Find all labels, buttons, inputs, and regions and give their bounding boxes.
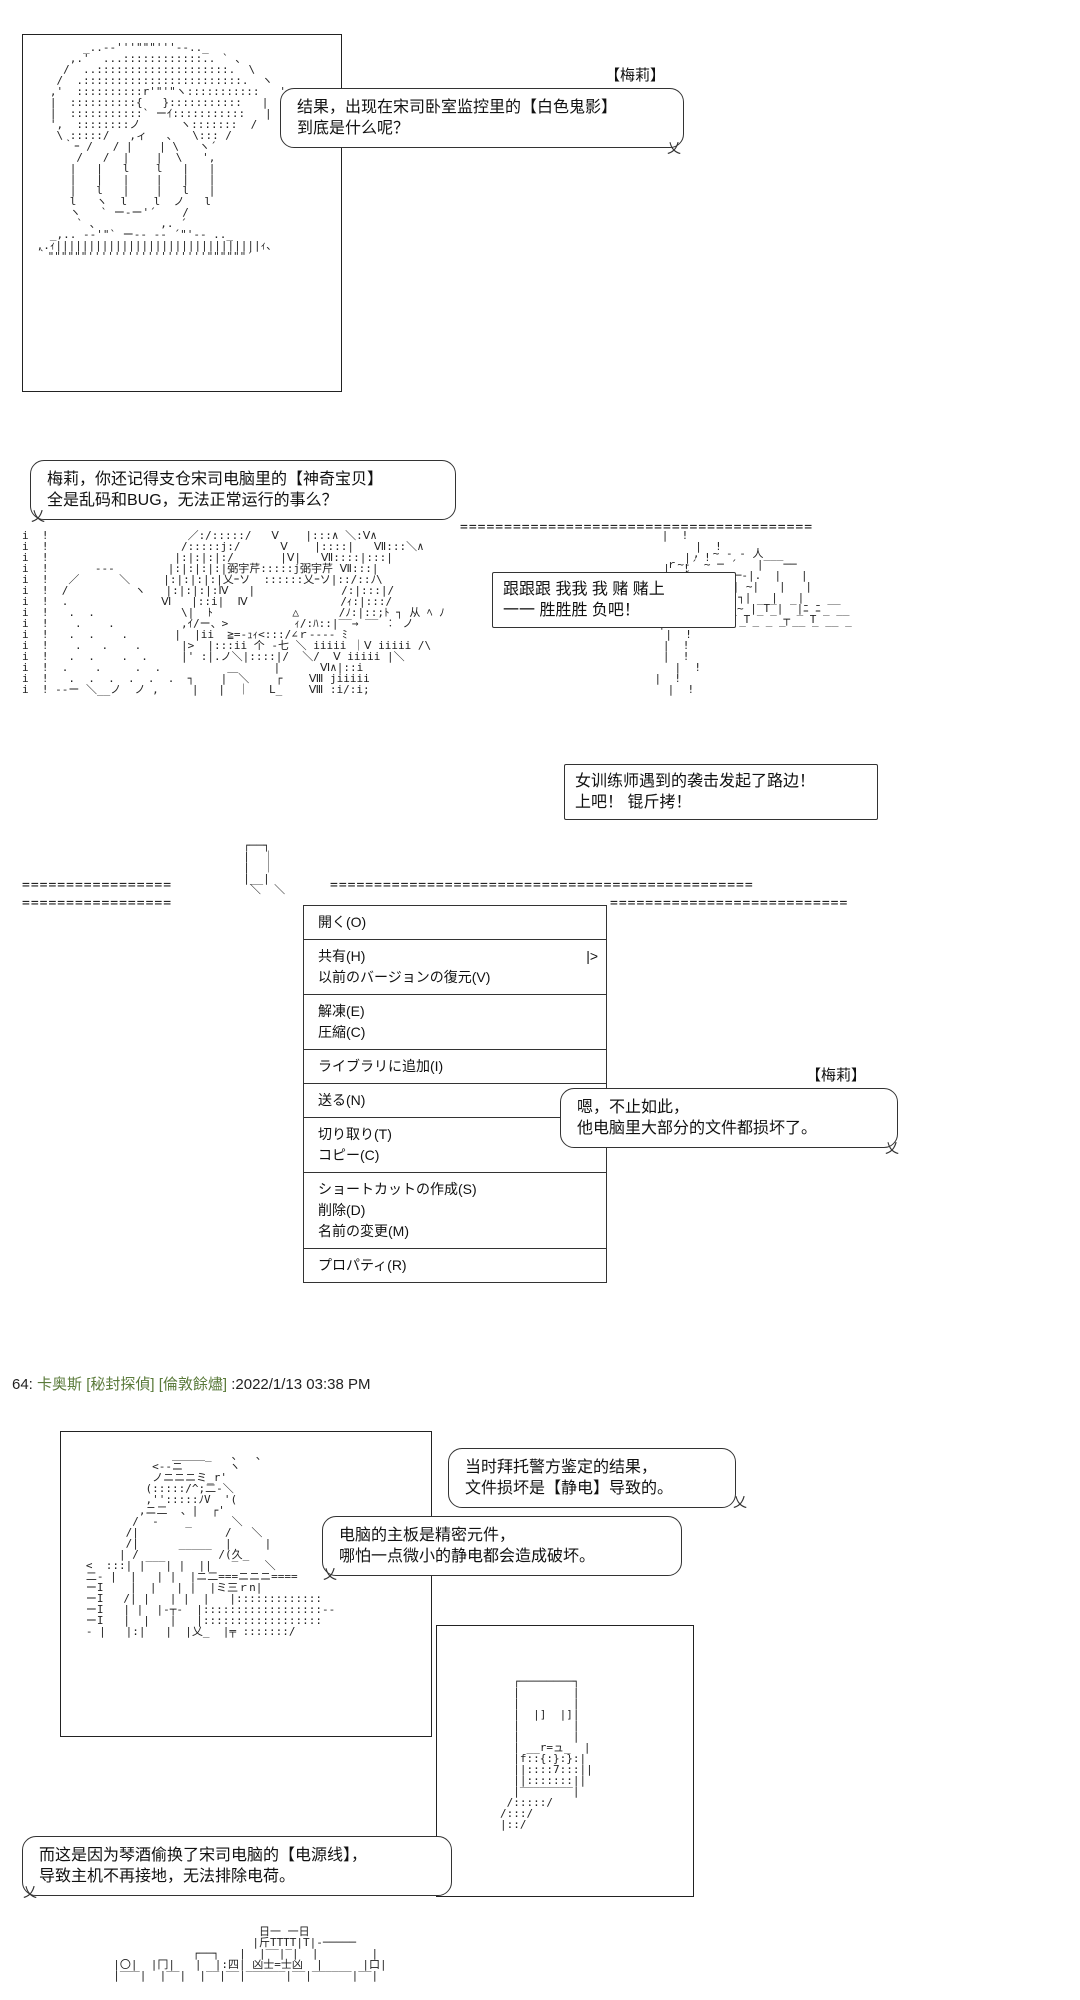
menu-group-clipboard: 切り取り(T) コピー(C): [304, 1118, 606, 1173]
bubble-line: 电脑的主板是精密元件，: [339, 1527, 516, 1544]
bubble-line: 到底是什么呢？: [297, 120, 410, 137]
menu-item-delete[interactable]: 削除(D): [318, 1202, 366, 1218]
bubble-tail: 乂: [733, 1494, 747, 1510]
bubble-tail: 乂: [23, 1884, 37, 1900]
menu-item-extract[interactable]: 解凍(E): [318, 1003, 365, 1019]
menu-group-library: ライブラリに追加(I): [304, 1050, 606, 1084]
ascii-art-game-screen: i ! ／:/:::::/ Ⅴ |:::∧ ＼:Ⅴ∧ | ! i ! /::::…: [22, 529, 722, 696]
bubble-line: 全是乱码和BUG，无法正常运行的事么？: [47, 492, 338, 509]
menu-item-open[interactable]: 開く(O): [318, 914, 367, 930]
menu-group-send: 送る(N): [304, 1084, 606, 1118]
menu-item-rename[interactable]: 名前の変更(M): [318, 1223, 409, 1239]
speech-bubble-police: 当时拜托警方鉴定的结果， 文件损坏是【静电】导致的。 乂: [448, 1448, 747, 1510]
menu-item-create-shortcut[interactable]: ショートカットの作成(S): [318, 1181, 477, 1197]
menu-item-share[interactable]: 共有(H) |>: [318, 946, 598, 967]
menu-item-cut[interactable]: 切り取り(T): [318, 1126, 392, 1142]
bubble-tail: 乂: [667, 140, 681, 156]
game-dialog-box: 女训练师遇到的袭击发起了路边！ 上吧！ 锟斤拷！: [564, 764, 878, 820]
dialog-line: 女训练师遇到的袭击发起了路边！: [575, 773, 816, 790]
sign-line: 跟跟跟 我我 我 赌 赌上: [503, 581, 665, 598]
dialog-line: 上吧！ 锟斤拷！: [575, 794, 692, 811]
menu-group-archive: 解凍(E) 圧縮(C): [304, 995, 606, 1050]
menu-item-restore-previous[interactable]: 以前のバージョンの復元(V): [318, 969, 491, 985]
bubble-line: 导致主机不再接地，无法排除电荷。: [39, 1868, 296, 1885]
ascii-art-power-outlet: ┌────────┐ | | | | | |] |]| | | | | | __…: [500, 1675, 593, 1831]
bubble-line: 梅莉，你还记得支仓宋司电脑里的【神奇宝贝】: [47, 471, 384, 488]
panel-4-frame: [60, 1431, 432, 1737]
bubble-tail: 乂: [885, 1140, 899, 1156]
menu-item-send-to[interactable]: 送る(N): [318, 1092, 366, 1108]
post-header: 64: 卡奥斯 [秘封探偵] [倫敦餘燼] :2022/1/13 03:38 P…: [12, 1373, 371, 1394]
post-author-link[interactable]: 卡奥斯 [秘封探偵] [倫敦餘燼]: [37, 1376, 228, 1393]
menu-item-add-to-library[interactable]: ライブラリに追加(I): [318, 1058, 444, 1074]
bubble-line: 嗯，不止如此，: [577, 1099, 690, 1116]
speech-bubble-meili-2: 嗯，不止如此， 他电脑里大部分的文件都损坏了。 乂: [560, 1088, 899, 1156]
speech-bubble-question: 梅莉，你还记得支仓宋司电脑里的【神奇宝贝】 全是乱码和BUG，无法正常运行的事么…: [30, 460, 456, 524]
panel-5-frame: [436, 1625, 694, 1897]
speaker-label: 【梅莉】: [806, 1067, 867, 1084]
ascii-art-girl-seated: _..-‐'''"""'''‐-.._ ,.' ...::::::::::::.…: [36, 41, 293, 263]
bubble-line: 当时拜托警方鉴定的结果，: [465, 1459, 658, 1476]
menu-group-share: 共有(H) |> 以前のバージョンの復元(V): [304, 940, 606, 995]
frame-bottom-left-border: =================: [22, 896, 173, 911]
bubble-tail: 乂: [323, 1566, 337, 1582]
menu-item-properties[interactable]: プロパティ(R): [318, 1257, 407, 1273]
menu-item-label: 共有(H): [318, 948, 366, 964]
game-sign-box: 跟跟跟 我我 我 赌 赌上 一一 胜胜胜 负吧！: [492, 572, 736, 628]
ascii-art-man-at-computer: ＿＿＿_ 、 、 <‐‐ニ ヽ ノニニニミ_r' (:::::/^;二‐＼ ,'…: [85, 1449, 336, 1638]
post-date: :2022/1/13 03:38 PM: [231, 1376, 371, 1393]
frame-bottom-right-border: ===========================: [610, 896, 849, 911]
bubble-line: 而这是因为琴酒偷换了宋司电脑的【电源线】，: [39, 1847, 368, 1864]
frame-top-border: ========================================: [460, 520, 814, 535]
post-number: 64:: [12, 1376, 33, 1393]
ascii-art-cursor-hand: ┌──┐ | ｜ | ｜ |__| ＼ ＼: [243, 839, 286, 896]
menu-group-manage: ショートカットの作成(S) 削除(D) 名前の変更(M): [304, 1173, 606, 1249]
frame-bottom-border: ========================================…: [330, 878, 754, 893]
submenu-arrow-icon: |>: [586, 948, 598, 964]
bubble-tail: 乂: [31, 508, 45, 524]
menu-group-open: 開く(O): [304, 906, 606, 940]
context-menu: 開く(O) 共有(H) |> 以前のバージョンの復元(V) 解凍(E) 圧縮(C…: [303, 905, 607, 1283]
menu-item-copy[interactable]: コピー(C): [318, 1147, 380, 1163]
menu-item-compress[interactable]: 圧縮(C): [318, 1024, 366, 1040]
speaker-label: 【梅莉】: [605, 67, 666, 84]
sign-line: 一一 胜胜胜 负吧！: [503, 602, 640, 619]
ascii-art-building-bottom: 日一 一日 |斤TTTT|T|‐───── ┌──┐ | |‾‾|‾| | | …: [113, 1925, 387, 1982]
bubble-line: 结果，出现在宋司卧室监控里的【白色鬼影】: [297, 99, 618, 116]
bubble-line: 他电脑里大部分的文件都损坏了。: [577, 1120, 818, 1137]
frame-bottom-left-border: =================: [22, 878, 173, 893]
speech-bubble-power-cable: 而这是因为琴酒偷换了宋司电脑的【电源线】， 导致主机不再接地，无法排除电荷。 乂: [22, 1836, 452, 1900]
speech-bubble-meili-1: 结果，出现在宋司卧室监控里的【白色鬼影】 到底是什么呢？ 乂: [280, 88, 684, 156]
speech-bubble-motherboard: 电脑的主板是精密元件， 哪怕一点微小的静电都会造成破坏。 乂: [322, 1516, 682, 1582]
menu-group-properties: プロパティ(R): [304, 1249, 606, 1282]
bubble-line: 哪怕一点微小的静电都会造成破坏。: [339, 1548, 596, 1565]
bubble-line: 文件损坏是【静电】导致的。: [465, 1480, 674, 1497]
